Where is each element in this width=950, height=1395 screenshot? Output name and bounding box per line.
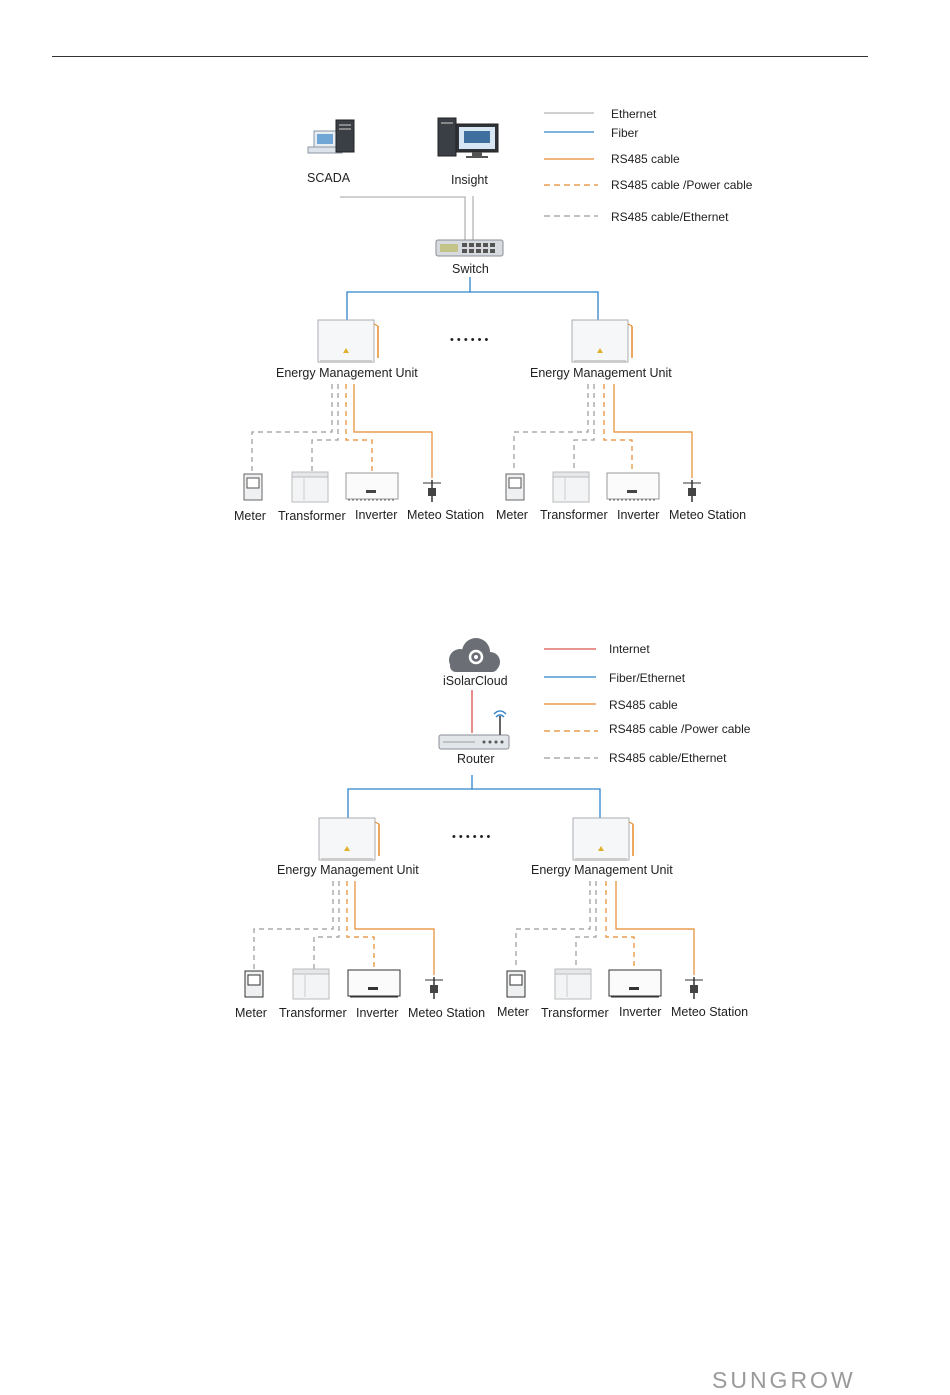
switch-label: Switch	[452, 262, 489, 276]
meteo-station-icon	[683, 480, 701, 502]
legend-label: Ethernet	[611, 107, 657, 121]
insight-computer-icon	[437, 117, 499, 158]
insight-label: Insight	[451, 173, 488, 187]
device-label-meter: Meter	[234, 509, 266, 523]
device-links-left	[253, 881, 435, 975]
fiber-line-right	[470, 291, 599, 320]
ellipsis: • • • • • •	[450, 334, 489, 346]
ethernet-line-scada	[340, 196, 466, 240]
meter-icon	[506, 970, 526, 998]
device-label-meter: Meter	[496, 508, 528, 522]
legend-label: Fiber	[611, 126, 638, 140]
device-label-meteo-station: Meteo Station	[669, 508, 746, 522]
router-icon	[438, 716, 510, 750]
emu-label-right: Energy Management Unit	[530, 366, 672, 380]
meter-icon	[505, 473, 525, 501]
emu-cabinet-icon-left	[318, 817, 380, 861]
meteo-station-icon	[425, 977, 443, 999]
meteo-station-icon	[685, 977, 703, 999]
device-links-right	[515, 881, 695, 975]
legend: Ethernet Fiber RS485 cable RS485 cable /…	[544, 107, 753, 224]
header-rule	[52, 56, 868, 57]
device-label-inverter: Inverter	[617, 508, 659, 522]
legend-label: RS485 cable/Ethernet	[611, 210, 729, 224]
emu-cabinet-icon-right	[571, 319, 633, 363]
ellipsis: • • • • • •	[452, 831, 491, 843]
device-label-meter: Meter	[497, 1005, 529, 1019]
network-diagram-switch: SCADA Insight Switch Ene	[234, 107, 753, 523]
device-label-inverter: Inverter	[356, 1006, 398, 1020]
device-label-meteo-station: Meteo Station	[408, 1006, 485, 1020]
emu-label-left: Energy Management Unit	[277, 863, 419, 877]
device-label-transformer: Transformer	[541, 1006, 609, 1020]
device-label-meteo-station: Meteo Station	[671, 1005, 748, 1019]
transformer-icon	[292, 968, 330, 1000]
emu-cabinet-icon-left	[317, 319, 379, 363]
switch-icon	[435, 239, 504, 257]
device-label-inverter: Inverter	[619, 1005, 661, 1019]
inverter-icon	[347, 969, 401, 998]
device-label-inverter: Inverter	[355, 508, 397, 522]
scada-label: SCADA	[307, 171, 351, 185]
legend-label: RS485 cable	[611, 152, 680, 166]
device-links-right	[513, 384, 693, 478]
meter-icon	[243, 473, 263, 501]
transformer-icon	[291, 471, 329, 503]
inverter-icon	[606, 472, 660, 501]
inverter-icon	[608, 969, 662, 998]
transformer-icon	[554, 968, 592, 1000]
legend-label: RS485 cable	[609, 698, 678, 712]
device-label-meter: Meter	[235, 1006, 267, 1020]
router-label: Router	[457, 752, 495, 766]
emu-label-right: Energy Management Unit	[531, 863, 673, 877]
device-label-transformer: Transformer	[279, 1006, 347, 1020]
cloud-icon	[449, 638, 500, 672]
wifi-icon	[493, 710, 507, 718]
fiber-line-right	[472, 788, 601, 818]
fiber-line-left	[346, 277, 471, 320]
scada-computer-icon	[307, 119, 355, 154]
transformer-icon	[552, 471, 590, 503]
emu-cabinet-icon-right	[572, 817, 634, 861]
emu-label-left: Energy Management Unit	[276, 366, 418, 380]
cloud-label: iSolarCloud	[443, 674, 508, 688]
device-label-meteo-station: Meteo Station	[407, 508, 484, 522]
device-links-left	[251, 384, 433, 478]
device-label-transformer: Transformer	[540, 508, 608, 522]
legend-label: RS485 cable /Power cable	[609, 722, 751, 736]
legend-label: Internet	[609, 642, 650, 656]
device-label-transformer: Transformer	[278, 509, 346, 523]
fiber-line-left	[347, 775, 473, 818]
network-diagram-router: iSolarCloud Router Energy Management Uni…	[235, 638, 751, 1020]
legend-label: RS485 cable /Power cable	[611, 178, 753, 192]
inverter-icon	[345, 472, 399, 501]
legend: Internet Fiber/Ethernet RS485 cable RS48…	[544, 642, 751, 765]
sungrow-logo: SUNGROW	[712, 1367, 856, 1393]
legend-label: Fiber/Ethernet	[609, 671, 686, 685]
meteo-station-icon	[423, 480, 441, 502]
legend-label: RS485 cable/Ethernet	[609, 751, 727, 765]
meter-icon	[244, 970, 264, 998]
